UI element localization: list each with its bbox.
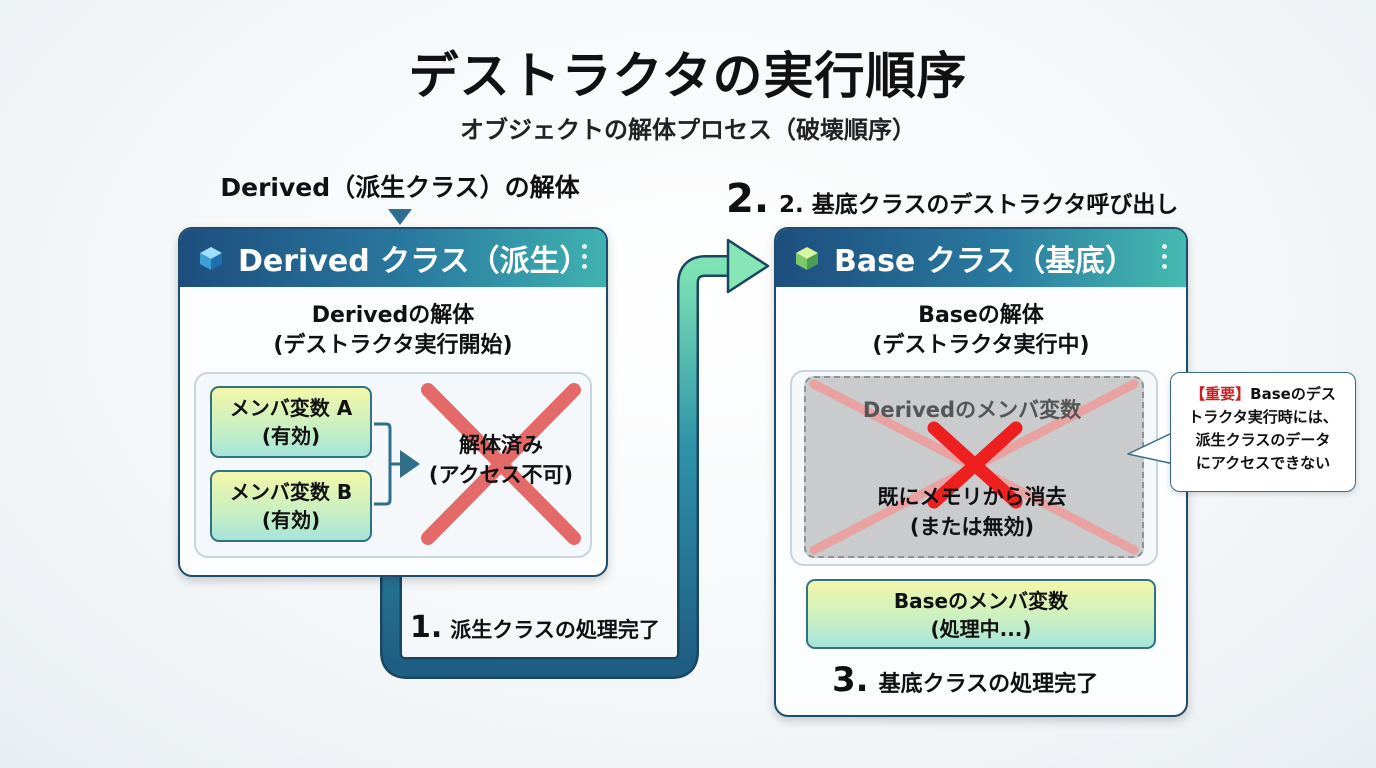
- page-subtitle: オブジェクトの解体プロセス（破壊順序）: [460, 116, 916, 144]
- derived-class-panel: Derived クラス（派生） Derivedの解体 (デストラクタ実行開始) …: [178, 227, 608, 577]
- page-title: デストラクタの実行順序: [408, 47, 968, 105]
- derived-caption: Derived（派生クラス）の解体: [220, 173, 580, 202]
- step-3-text: 基底クラスの処理完了: [878, 672, 1099, 697]
- member-variable-b: メンバ変数 B (有効): [210, 470, 372, 542]
- callout-pointer: [1127, 431, 1175, 465]
- base-panel-title: Base クラス（基底）: [834, 244, 1136, 279]
- more-options-icon[interactable]: [1162, 244, 1168, 274]
- caret-down-icon: [388, 209, 412, 225]
- member-variable-a: メンバ変数 A (有効): [210, 386, 372, 458]
- step-1-text: 派生クラスの処理完了: [450, 618, 660, 642]
- base-class-panel: Base クラス（基底） Baseの解体 (デストラクタ実行中) Derived…: [774, 227, 1188, 717]
- step-1-label: 1. 派生クラスの処理完了: [410, 610, 660, 645]
- destroyed-cross-icon: [421, 383, 581, 545]
- important-note: 【重要】Baseのデス トラクタ実行時には、 派生クラスのデータ にアクセスでき…: [1170, 372, 1356, 492]
- bracket-arrow-icon: [374, 422, 420, 506]
- base-destruct-title: Baseの解体 (デストラクタ実行中): [872, 303, 1090, 358]
- derived-panel-title: Derived クラス（派生）: [238, 244, 590, 279]
- derived-destruct-title: Derivedの解体 (デストラクタ実行開始): [273, 303, 513, 358]
- base-members-area: Derivedのメンバ変数 既にメモリから消去 (または無効): [790, 370, 1158, 566]
- destroyed-label: 解体済み (アクセス不可): [428, 433, 574, 487]
- step-1-number: 1.: [410, 610, 443, 645]
- step-3-label: 3. 基底クラスの処理完了: [832, 660, 1098, 700]
- base-member-variables: Baseのメンバ変数 (処理中...): [806, 579, 1156, 649]
- step-2-text: 2. 基底クラスのデストラクタ呼び出し: [779, 192, 1179, 218]
- erased-cross-icon: [809, 379, 1139, 555]
- more-options-icon[interactable]: [582, 244, 588, 274]
- step-3-number: 3.: [832, 660, 869, 700]
- cube-icon: [796, 247, 818, 270]
- derived-panel-header: Derived クラス（派生）: [180, 229, 606, 287]
- step-2-number: 2.: [726, 176, 770, 222]
- step-2-label: 2. 2. 基底クラスのデストラクタ呼び出し: [726, 176, 1178, 222]
- derived-members-area: メンバ変数 A (有効) メンバ変数 B (有効) 解体済み (アクセス不可): [194, 372, 592, 558]
- base-panel-header: Base クラス（基底）: [776, 229, 1186, 287]
- erased-memory-label: 既にメモリから消去 (または無効): [877, 485, 1067, 539]
- cube-icon: [200, 247, 222, 270]
- erased-derived-members-label: Derivedのメンバ変数: [862, 398, 1082, 422]
